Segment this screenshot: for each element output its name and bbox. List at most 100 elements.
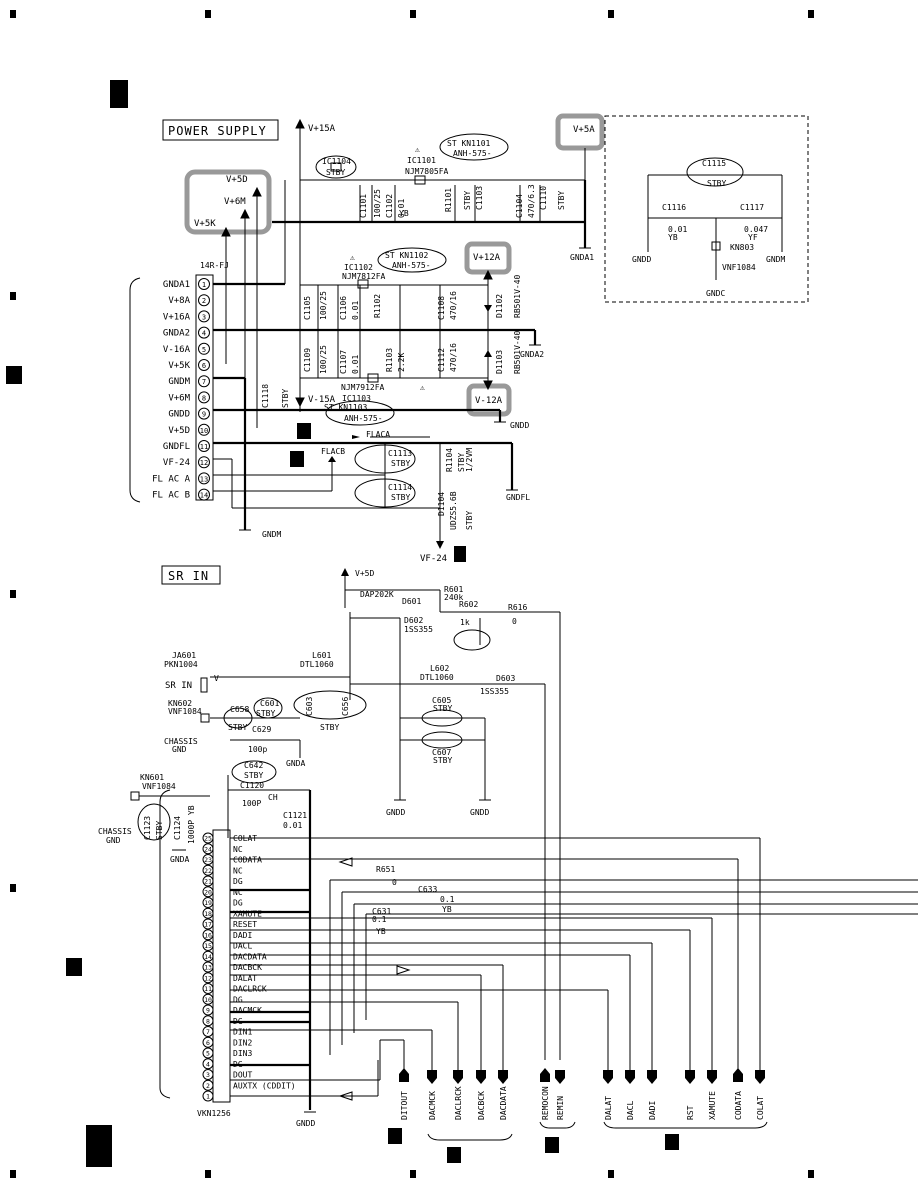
svg-text:YB: YB — [442, 905, 452, 914]
svg-text:C1117: C1117 — [740, 203, 764, 212]
svg-text:0.01: 0.01 — [351, 355, 360, 374]
sr-in-circuit: V+5D D601 DAP202K R601 240k R602 1k R616… — [164, 568, 561, 1060]
signal-arrow: DACL — [625, 1070, 635, 1120]
svg-text:CHASSIS: CHASSIS — [98, 827, 132, 836]
svg-text:GNDD: GNDD — [470, 808, 489, 817]
svg-text:C605: C605 — [432, 696, 451, 705]
signal-arrow: COLAT — [755, 1070, 765, 1120]
cn1-pin-label: GNDA1 — [163, 280, 190, 290]
svg-text:C1118: C1118 — [261, 384, 270, 408]
signal-label: CODATA — [734, 1091, 743, 1120]
svg-text:C1110: C1110 — [539, 186, 548, 210]
vkn-pin-number: 14 — [204, 953, 212, 961]
svg-text:C642: C642 — [244, 761, 263, 770]
svg-text:R616: R616 — [508, 603, 527, 612]
svg-text:C1116: C1116 — [662, 203, 686, 212]
vkn-name: VKN1256 — [197, 1109, 231, 1118]
svg-text:YB: YB — [376, 927, 386, 936]
bottom-braces — [427, 1121, 768, 1141]
svg-text:100/25: 100/25 — [319, 345, 328, 374]
signal-arrow: XAMUTE — [707, 1070, 717, 1120]
svg-text:GND: GND — [172, 745, 187, 754]
svg-text:C1106: C1106 — [339, 296, 348, 320]
svg-text:STBY: STBY — [256, 709, 275, 718]
svg-text:ANH-575-: ANH-575- — [453, 149, 492, 158]
svg-text:R601: R601 — [444, 585, 463, 594]
vkn-body — [212, 829, 231, 1103]
rail-vm12a: V-12A — [475, 396, 503, 406]
svg-text:C1112: C1112 — [437, 348, 446, 372]
svg-text:RB501V-40: RB501V-40 — [513, 330, 522, 374]
rail-arrows — [221, 118, 493, 428]
cn1-pin-label: FL AC A — [152, 474, 191, 484]
svg-text:VNF1084: VNF1084 — [168, 707, 202, 716]
svg-text:D1102: D1102 — [495, 294, 504, 318]
signal-label: RST — [686, 1105, 695, 1120]
svg-text:YF: YF — [748, 233, 758, 242]
svg-text:C656: C656 — [341, 697, 350, 716]
highlight-v5a — [555, 113, 605, 151]
svg-text:C1107: C1107 — [339, 350, 348, 374]
cn1-pins: 1GNDA12V+8A3V+16A4GNDA25V-16A6V+5K7GNDM8… — [152, 278, 210, 501]
vkn-pin-label: DG — [233, 899, 243, 908]
svg-text:GNDM: GNDM — [262, 530, 281, 539]
cn1-pin-label: GNDM — [168, 377, 190, 387]
svg-text:ANH-575-: ANH-575- — [344, 414, 383, 423]
svg-text:R1104: R1104 — [445, 448, 454, 472]
vkn-pin-label: CODATA — [233, 856, 262, 865]
svg-text:GNDD: GNDD — [296, 1119, 315, 1128]
signal-arrow: DACLRCK — [453, 1070, 463, 1120]
rail-vf24: VF-24 — [420, 554, 447, 564]
svg-text:IC1102: IC1102 — [344, 263, 373, 272]
cn1-pin-label: V-16A — [163, 345, 191, 355]
svg-text:STBY: STBY — [320, 723, 339, 732]
signal-label: DACL — [626, 1101, 635, 1120]
vkn-pin-number: 3 — [206, 1071, 210, 1079]
signal-label: XAMUTE — [708, 1091, 717, 1120]
rail-v12a: V+12A — [473, 253, 501, 263]
svg-text:YB: YB — [668, 233, 678, 242]
signal-label: DALAT — [604, 1096, 613, 1120]
svg-text:D601: D601 — [402, 597, 421, 606]
svg-text:⚠: ⚠ — [415, 145, 420, 154]
vkn-pin-label: DADI — [233, 931, 252, 940]
signal-arrow: DACMCK — [427, 1070, 437, 1120]
signal-label: DACBCK — [477, 1091, 486, 1120]
vkn-pin-label: DACDATA — [233, 952, 267, 961]
svg-text:RB501V-40: RB501V-40 — [513, 274, 522, 318]
rail-v15a: V+15A — [308, 124, 336, 134]
svg-text:STBY: STBY — [457, 453, 466, 472]
vkn-pin-number: 4 — [206, 1060, 210, 1068]
svg-text:GNDD: GNDD — [510, 421, 529, 430]
svg-text:⚠: ⚠ — [420, 383, 425, 392]
svg-text:C1123: C1123 — [143, 816, 152, 840]
vkn-pin: 14 DACDATA — [202, 950, 267, 962]
cn1-pin-number: 3 — [202, 313, 206, 321]
svg-text:STBY: STBY — [281, 389, 290, 408]
cn1-pin-label: V+5K — [168, 361, 190, 371]
svg-text:DAP202K: DAP202K — [360, 590, 394, 599]
cn1-pin-number: 10 — [200, 427, 208, 435]
svg-text:GNDFL: GNDFL — [506, 493, 530, 502]
vkn-pin-number: 19 — [204, 899, 212, 907]
power-wiring — [213, 148, 587, 548]
cn1-pin: 5V-16A — [163, 342, 210, 355]
svg-text:GNDA: GNDA — [286, 759, 305, 768]
svg-text:IC1104: IC1104 — [322, 157, 351, 166]
vkn-pin-number: 20 — [204, 888, 212, 896]
vkn-pin-label: AUXTX (CDDIT) — [233, 1081, 296, 1090]
vkn-pin-number: 18 — [204, 910, 212, 918]
cn1-pin-number: 8 — [202, 394, 206, 402]
signal-label: DACDATA — [499, 1086, 508, 1120]
svg-text:C1103: C1103 — [475, 186, 484, 210]
vkn-wiring: R651 0 C633 0.1 YB C631 0.1 YB — [230, 837, 918, 1101]
svg-text:VNF1084: VNF1084 — [722, 263, 756, 272]
svg-text:470/16: 470/16 — [449, 343, 458, 372]
svg-text:FLACA: FLACA — [366, 430, 390, 439]
vkn-pin-number: 12 — [204, 974, 212, 982]
vkn-pin-label: NC — [233, 888, 243, 897]
